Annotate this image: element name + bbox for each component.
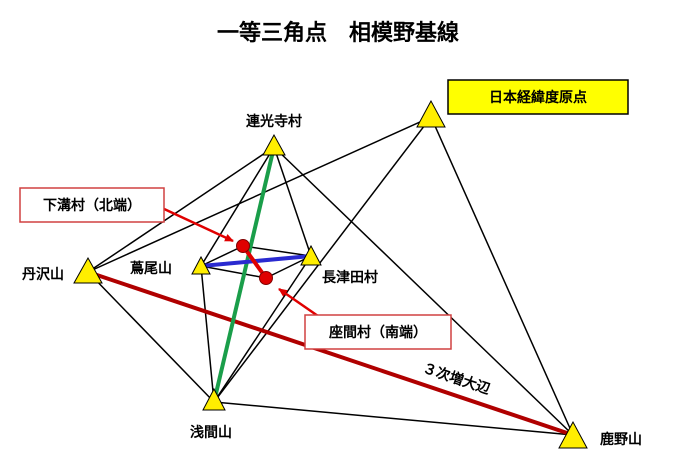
- edge-origin-kanoyama: [430, 116, 574, 436]
- triangle-sengen-icon: [202, 387, 226, 411]
- station-label-nagatsuta: 長津田村: [322, 269, 378, 286]
- edge-renkoji-kanoyama: [273, 146, 574, 436]
- edge-takaosan-zama: [200, 265, 267, 279]
- station-label-tanzawa: 丹沢山: [22, 266, 64, 283]
- third-expansion-edge-label: ３次増大辺: [421, 360, 493, 398]
- green-edge-renkoji-sengen: [212, 146, 276, 403]
- triangle-takaosan-icon: [191, 255, 211, 275]
- callout-arrow-south: [278, 287, 319, 318]
- triangulation-network: [87, 116, 574, 436]
- callout-box-north: [19, 187, 165, 223]
- edge-renkoji-takaosan: [200, 146, 275, 267]
- station-label-renkoji: 連光寺村: [246, 113, 302, 130]
- triangle-tanzawa-icon: [73, 256, 103, 284]
- triangle-kanoyama-icon: [558, 420, 588, 449]
- edge-renkoji-nagatsuta: [273, 146, 312, 257]
- station-markers: [73, 99, 588, 449]
- edge-tanzawa-sengen: [87, 271, 215, 403]
- diagram-title: 一等三角点 相模野基線: [217, 20, 459, 46]
- third-expansion-edge: [87, 270, 574, 437]
- edge-origin-sengen: [213, 116, 432, 403]
- edge-sengen-kanoyama: [213, 401, 574, 436]
- callout-box-south: [304, 314, 452, 350]
- triangle-nagatsuta-icon: [300, 244, 322, 266]
- origin-label-box: [447, 79, 629, 115]
- edge-shimomizo-nagatsuta: [242, 245, 312, 257]
- station-label-takaosan: 蔦尾山: [130, 260, 172, 277]
- triangle-origin-icon: [416, 99, 446, 128]
- edge-takaosan-sengen: [200, 265, 215, 403]
- edge-tanzawa-renkoji: [87, 146, 275, 273]
- baseline-endpoint-south: [259, 271, 273, 285]
- baseline-north-label: 下溝村（北端）: [43, 197, 141, 214]
- baseline-south-label: 座間村（南端）: [329, 324, 427, 341]
- edge-takaosan-shimomizo: [200, 245, 244, 267]
- callout-arrow-north: [161, 206, 234, 243]
- origin-label: 日本経緯度原点: [489, 89, 587, 106]
- station-label-sengen: 浅間山: [190, 424, 232, 441]
- station-label-kanoyama: 鹿野山: [599, 431, 642, 448]
- edge-tanzawa-origin: [87, 116, 432, 273]
- baseline-endpoint-north: [236, 239, 250, 253]
- triangle-renkoji-icon: [262, 133, 286, 156]
